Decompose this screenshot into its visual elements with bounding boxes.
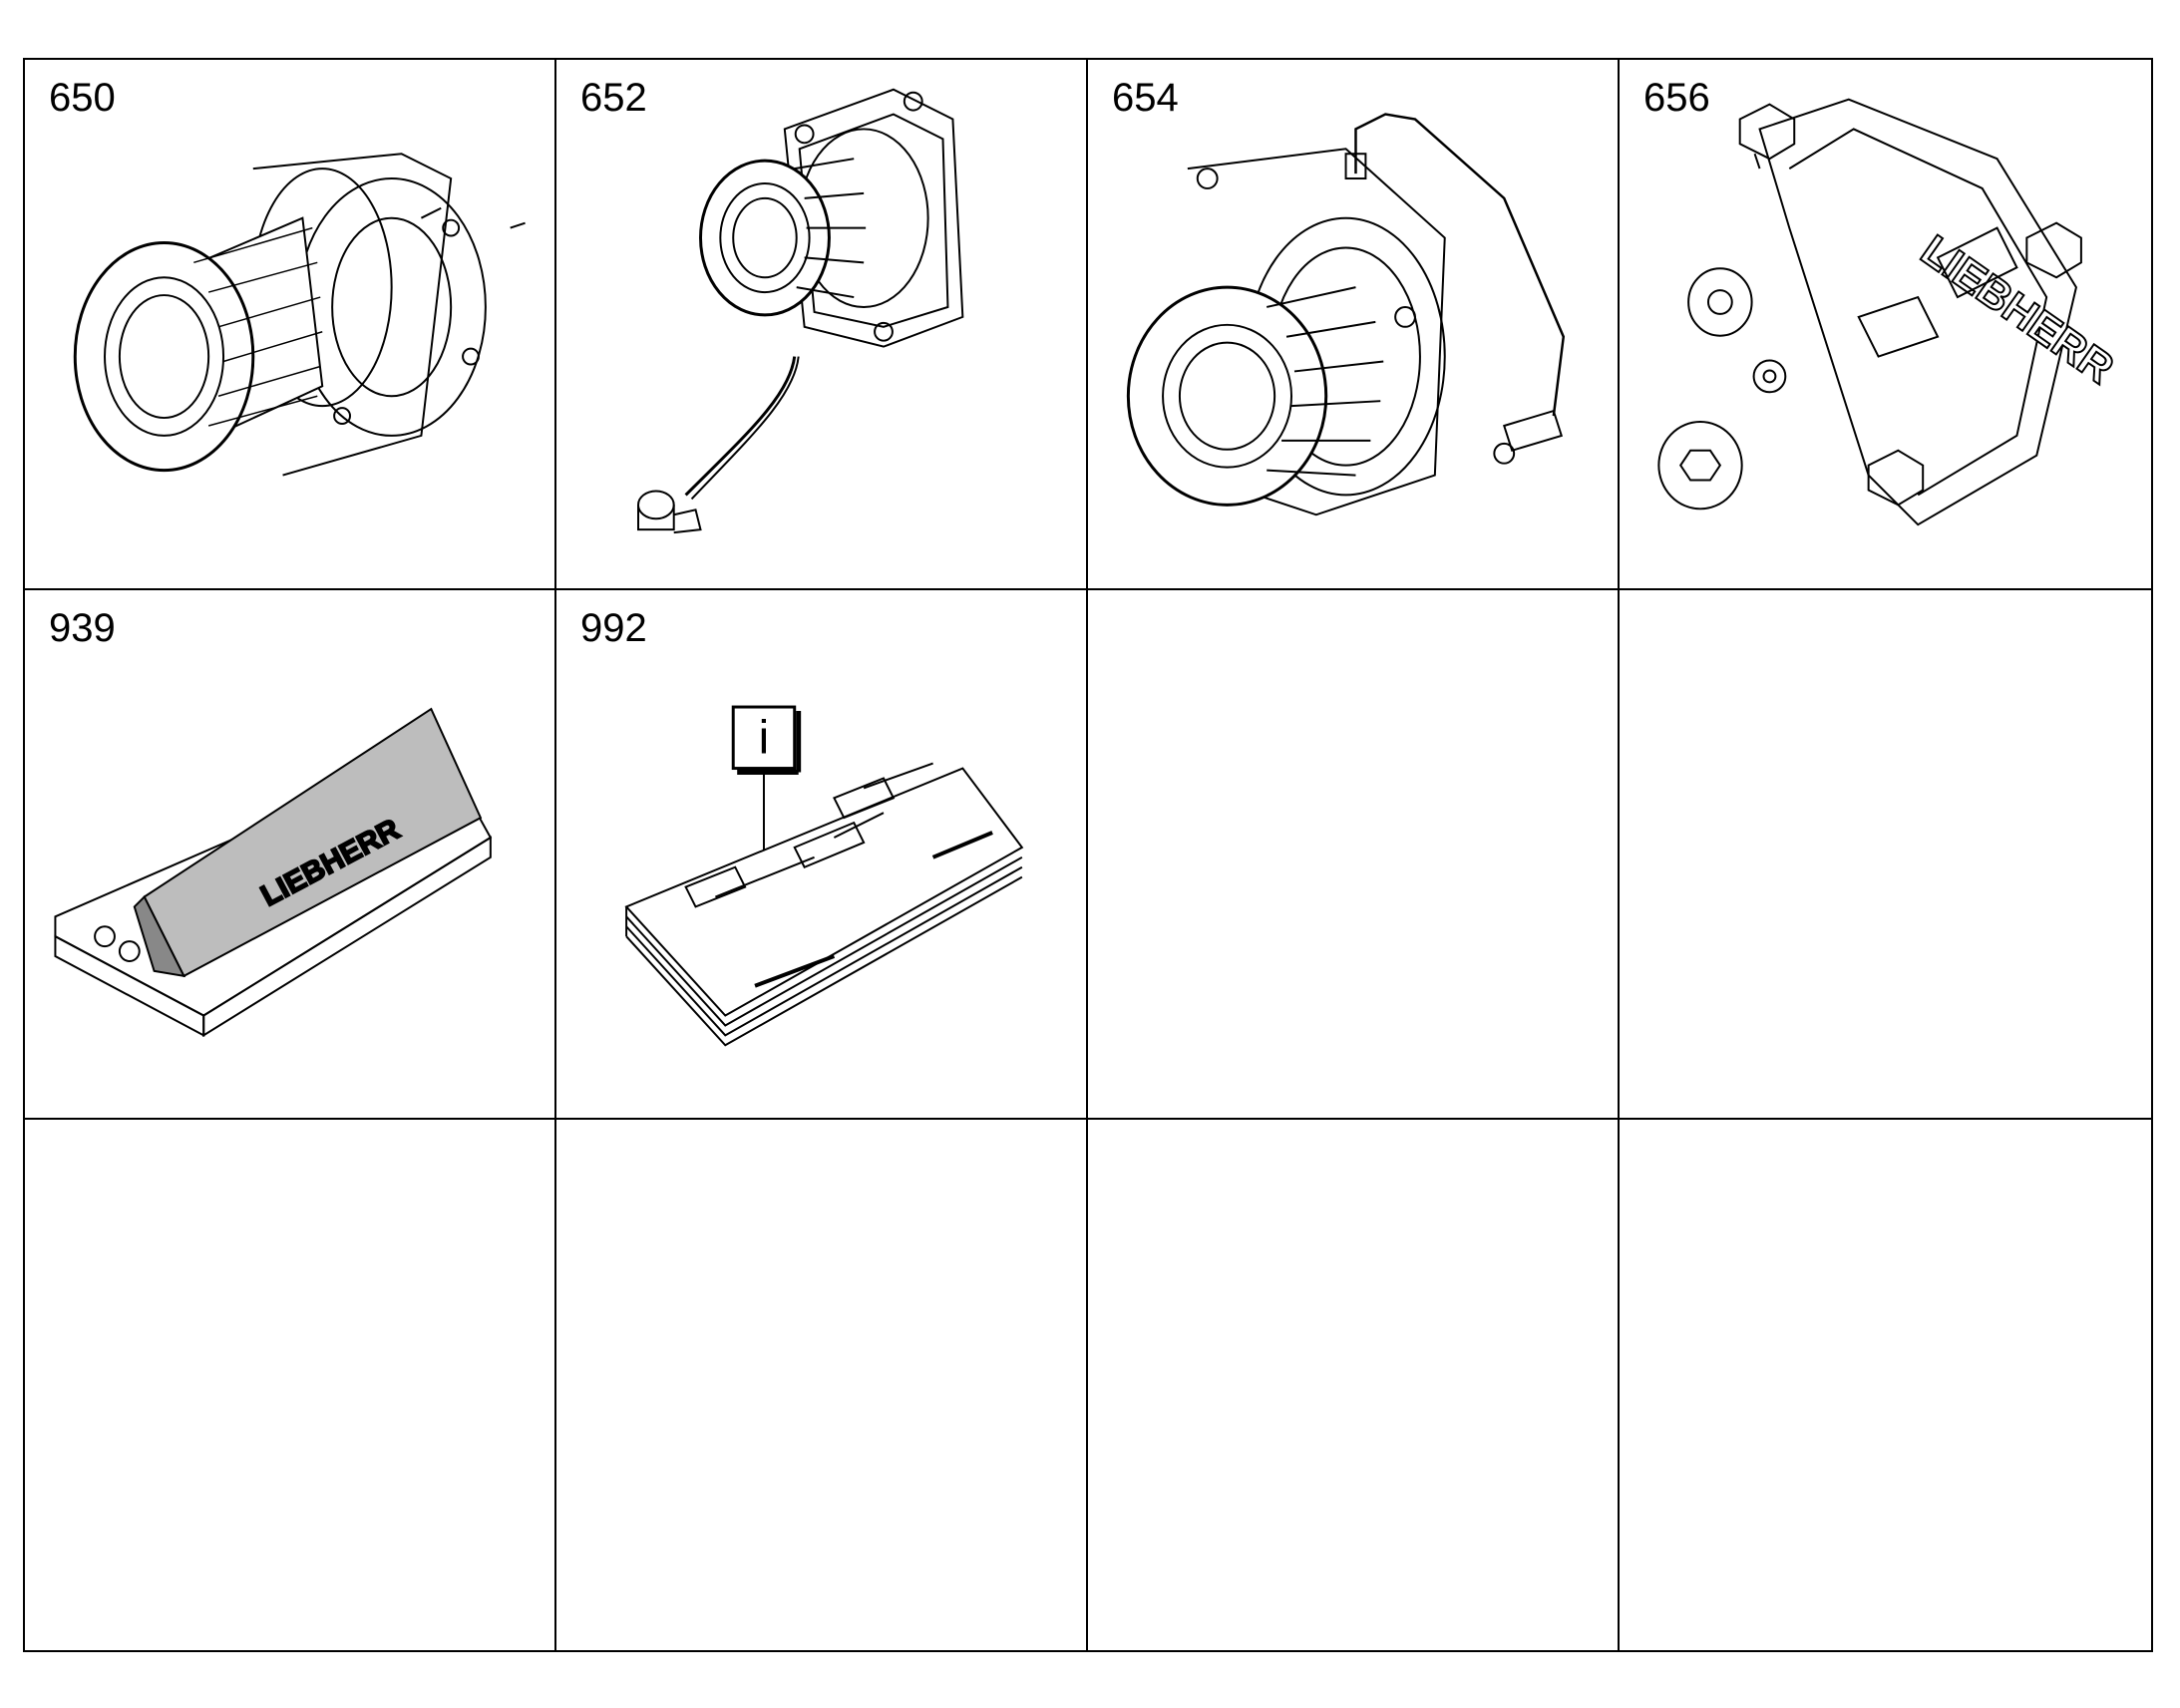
part-cell-992[interactable]: 992 i <box>556 589 1088 1121</box>
svg-text:LIEBHERR: LIEBHERR <box>1912 225 2122 393</box>
hex-bolt-icon <box>1867 449 1925 507</box>
part-cell-939[interactable]: 939 LIEBHERR <box>25 589 556 1121</box>
part-number: 650 <box>49 76 116 120</box>
part-cell-650[interactable]: 650 <box>25 60 556 590</box>
empty-cell <box>556 1120 1088 1650</box>
part-cell-654[interactable]: 654 <box>1088 60 1620 590</box>
empty-cell <box>1620 590 2151 1121</box>
empty-cell <box>25 1120 556 1650</box>
part-cell-652[interactable]: 652 <box>556 60 1088 590</box>
info-document-icon: i <box>556 590 1086 1119</box>
part-cell-656[interactable]: 656 LIEBHERR <box>1620 60 2151 590</box>
part-number: 654 <box>1112 76 1179 120</box>
hex-bolt-icon <box>1738 103 1796 170</box>
hex-bolt-icon <box>2025 221 2082 279</box>
empty-cell <box>1620 1120 2151 1650</box>
parts-grid: 650 652 <box>23 58 2153 1652</box>
part-number: 939 <box>49 605 116 650</box>
part-number: 992 <box>580 605 647 650</box>
cover-plate-with-plugs-icon: LIEBHERR <box>1620 60 2151 588</box>
part-number: 652 <box>580 76 647 120</box>
pump-with-pipe-icon <box>1088 60 1618 588</box>
hub-gear-assembly-icon <box>25 60 554 588</box>
pump-with-sensor-cable-icon <box>556 60 1086 588</box>
empty-cell <box>1088 1120 1620 1650</box>
svg-text:i: i <box>759 711 770 764</box>
empty-cell <box>1088 589 1620 1121</box>
part-number: 656 <box>1643 76 1710 120</box>
spare-parts-box-icon: LIEBHERR <box>25 590 554 1119</box>
